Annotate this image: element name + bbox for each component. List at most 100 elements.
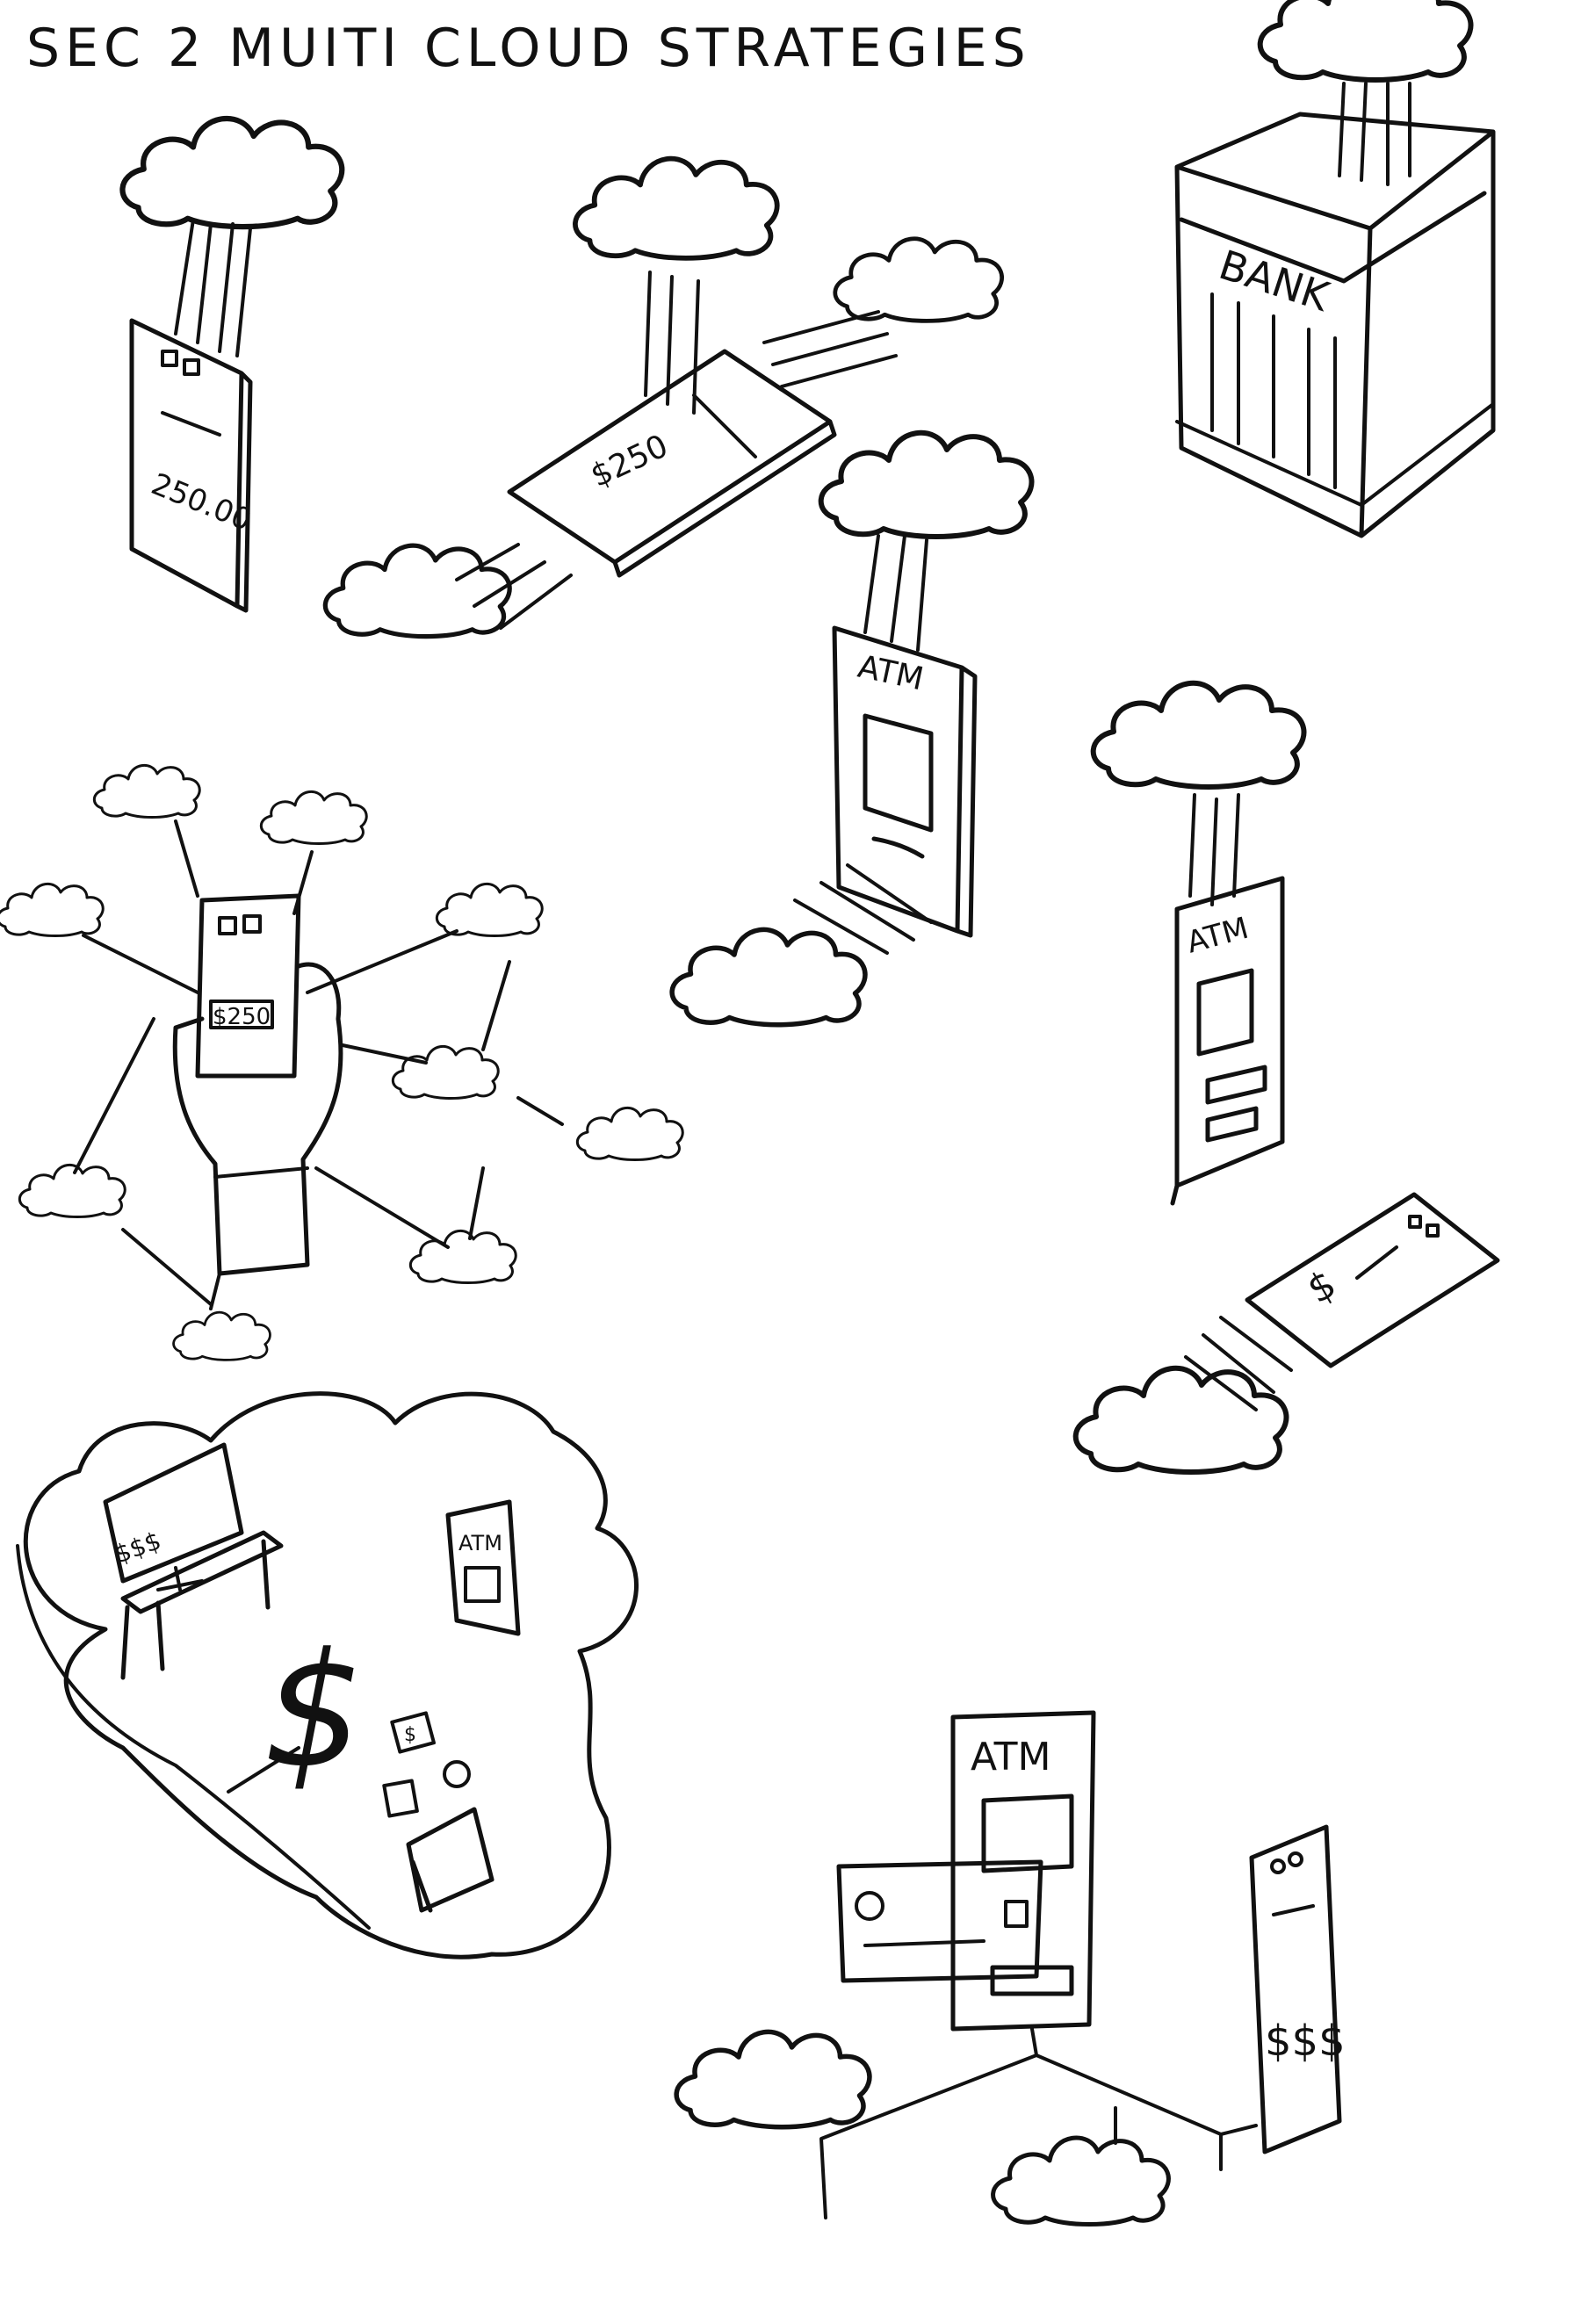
cloud-icon — [325, 545, 509, 636]
cloud-icon — [1094, 683, 1304, 787]
atm-label: ATM — [1183, 911, 1253, 961]
cloud-icon — [18, 1163, 126, 1219]
cloud-icon — [676, 2032, 870, 2126]
person-head-icon — [443, 1760, 471, 1788]
phone-camera-icon — [183, 358, 200, 376]
card-chip-icon — [1426, 1223, 1440, 1238]
phone-camera-icon — [161, 350, 178, 367]
bank-building-icon — [1174, 112, 1496, 538]
hand-cuff — [213, 1166, 309, 1179]
data-stream-lines — [863, 534, 928, 652]
network-links — [73, 819, 564, 1310]
data-stream-lines — [762, 310, 898, 388]
note-icon — [390, 1711, 436, 1754]
data-stream-lines — [793, 863, 933, 955]
page-title: SEC 2 MUITI CLOUD STRATEGIES — [26, 18, 1031, 79]
atm-slot — [1205, 1065, 1267, 1143]
note-icon — [382, 1779, 419, 1818]
phone-money: $$$ — [1265, 2017, 1346, 2066]
card-chip-icon — [1408, 1215, 1422, 1229]
desktop-amount: $$$ — [111, 1526, 165, 1569]
desk-icon — [120, 1530, 284, 1680]
monitor-icon — [103, 1442, 244, 1584]
atm-icon — [445, 1499, 521, 1636]
cloud-icon — [408, 1229, 517, 1285]
atm-icon — [832, 625, 978, 938]
phone-camera-icon — [1270, 1858, 1286, 1874]
phone-line — [1272, 1904, 1315, 1916]
hand-icon — [172, 962, 343, 1276]
strike-line — [227, 1746, 300, 1794]
card-icon — [507, 349, 837, 578]
atm-icon — [950, 1710, 1096, 2032]
atm-cloud-group-right: ATM — [1094, 683, 1304, 1206]
atm-screen — [464, 1566, 501, 1603]
phone-icon — [1249, 1824, 1342, 2154]
cloud-icon — [259, 790, 368, 846]
atm-slot — [990, 1965, 1074, 1996]
cloud-icon — [391, 1044, 500, 1101]
atm-label: ATM — [458, 1531, 502, 1555]
hand-phone-network-group: $250 — [0, 763, 684, 1361]
atm-screen — [1196, 968, 1254, 1057]
atm-screen — [981, 1794, 1074, 1873]
person-chair-icon — [406, 1807, 495, 1913]
atm-icon — [1170, 876, 1285, 1206]
cloud-icon — [1260, 0, 1471, 80]
data-stream-lines — [174, 218, 252, 357]
network-links — [819, 2027, 1258, 2219]
platform-dollar: $ — [264, 1620, 365, 1803]
cloud-icon — [435, 882, 544, 938]
atm-card-phone-group: ATM $$$ — [676, 1710, 1346, 2225]
phone-amount-box — [209, 1000, 274, 1029]
phone-cloud-group: 250.00 — [122, 119, 342, 613]
bank-roof-band — [1179, 191, 1487, 284]
card-icon — [836, 1859, 1043, 1983]
card-line — [1355, 1245, 1398, 1280]
card-logo-icon — [855, 1891, 884, 1921]
data-stream-lines — [455, 543, 573, 630]
hand-phone-amount: $250 — [213, 1004, 271, 1030]
note-dollar: $ — [404, 1724, 416, 1746]
data-stream-lines — [1188, 793, 1240, 906]
data-stream-lines — [1338, 82, 1411, 186]
phone-line — [161, 411, 221, 437]
cloud-icon — [821, 433, 1032, 537]
bank-group: BANK — [1174, 0, 1496, 538]
cloud-icon — [835, 239, 1002, 321]
monitor-stand — [156, 1566, 204, 1591]
atm-cloud-group: ATM — [672, 433, 1031, 1025]
cloud-icon — [575, 159, 777, 258]
phone-camera-icon — [242, 914, 262, 934]
card-icon — [1245, 1192, 1500, 1368]
cloud-icon — [122, 119, 342, 227]
cloud-icon — [672, 929, 865, 1024]
card-amount: $250 — [585, 428, 673, 494]
cloud-platform-icon — [23, 1391, 639, 1960]
phone-icon — [195, 893, 301, 1079]
atm-label: ATM — [855, 649, 927, 698]
card-line — [863, 1939, 985, 1947]
data-stream-lines — [644, 271, 700, 415]
cloud-icon — [0, 882, 105, 938]
bank-columns — [1210, 292, 1337, 489]
cloud-platform-group: $$$ ATM $ $ — [16, 1391, 639, 1960]
card-cloud-group: $250 — [325, 159, 1001, 637]
phone-icon — [129, 318, 253, 613]
cloud-icon — [1076, 1368, 1287, 1472]
phone-camera-icon — [1288, 1851, 1303, 1867]
bank-base — [1175, 402, 1495, 507]
cloud-icon — [993, 2138, 1169, 2225]
card-dollar: $ — [1300, 1261, 1344, 1312]
atm-label: ATM — [971, 1735, 1051, 1779]
phone-camera-icon — [218, 916, 237, 935]
cloud-icon — [92, 763, 201, 819]
cloud-icon — [575, 1106, 684, 1162]
data-stream-lines — [1184, 1316, 1293, 1411]
card-chip-icon — [1004, 1900, 1029, 1928]
cloud-icon — [172, 1310, 271, 1361]
atm-slot — [871, 836, 925, 859]
card-line — [692, 393, 757, 458]
card-cloud-group-right: $ — [1076, 1192, 1500, 1472]
